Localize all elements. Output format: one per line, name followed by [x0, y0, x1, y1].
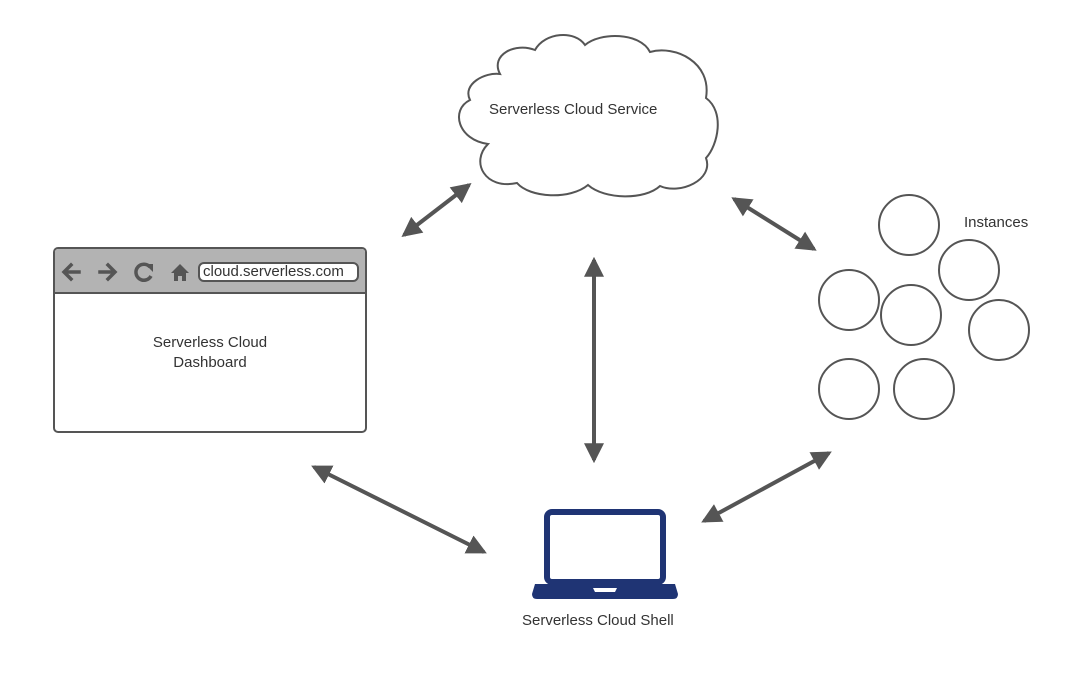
instance-circle-icon — [818, 358, 880, 420]
instance-circle-icon — [878, 194, 940, 256]
instance-circle-icon — [893, 358, 955, 420]
browser-toolbar: cloud.serverless.com — [55, 249, 365, 294]
arrow-dashboard-shell — [311, 465, 487, 554]
back-arrow-icon — [61, 262, 81, 282]
arrow-dashboard-cloud — [401, 183, 472, 237]
home-icon — [171, 264, 189, 281]
instance-circle-icon — [880, 284, 942, 346]
arrow-shell-instances — [701, 451, 832, 523]
url-field: cloud.serverless.com — [198, 262, 359, 282]
instance-circle-icon — [938, 239, 1000, 301]
laptop-icon — [532, 509, 678, 599]
instance-circle-icon — [968, 299, 1030, 361]
dashboard-browser-window: cloud.serverless.com Serverless Cloud Da… — [53, 247, 367, 433]
arrow-cloud-instances — [731, 197, 817, 251]
instances-label: Instances — [964, 214, 1029, 231]
forward-arrow-icon — [98, 262, 118, 282]
cloud-service-label: Serverless Cloud Service — [489, 101, 658, 118]
reload-icon — [134, 262, 153, 282]
cloud-icon — [458, 33, 719, 198]
instance-circle-icon — [818, 269, 880, 331]
dashboard-label-line2: Dashboard — [173, 354, 247, 371]
dashboard-label-line1: Serverless Cloud — [152, 334, 268, 351]
shell-label: Serverless Cloud Shell — [522, 612, 674, 629]
instances-group — [818, 194, 1030, 420]
dashboard-label: Serverless Cloud Dashboard — [55, 333, 365, 373]
